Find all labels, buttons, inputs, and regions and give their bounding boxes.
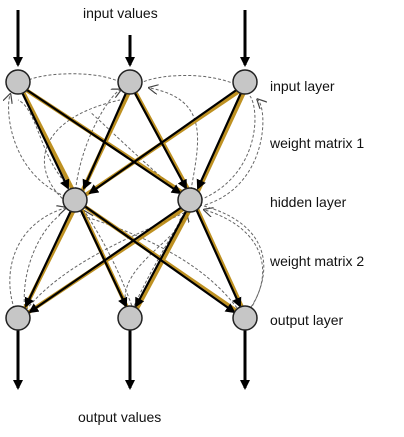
w2-h2-o2 (135, 199, 193, 308)
hidden-layer-label: hidden layer (270, 194, 347, 210)
output-arrows (13, 330, 250, 390)
weight-matrix-1-label: weight matrix 1 (269, 135, 364, 151)
nodes (5, 69, 258, 331)
input-node-2 (117, 69, 143, 95)
w1-i3-h2 (196, 83, 247, 190)
w2-h2-o1 (28, 199, 193, 314)
input-layer-label: input layer (270, 78, 335, 94)
input-node-1 (5, 69, 31, 95)
input-values-label: input values (83, 5, 158, 21)
w1-i1-h2 (17, 83, 182, 195)
hidden-node-1 (62, 187, 88, 213)
w1-i2-h2 (129, 83, 187, 190)
weight-matrix-2-label: weight matrix 2 (269, 253, 364, 269)
hidden-node-2 (177, 187, 203, 213)
output-node-1 (5, 305, 31, 331)
output-node-3 (232, 305, 258, 331)
w2-h1-o2 (75, 199, 128, 308)
w1-i1-h1 (17, 83, 70, 190)
output-values-label: output values (78, 409, 161, 425)
w2-h1-o3 (75, 199, 236, 314)
w2-h2-o3 (190, 199, 242, 308)
w2-h1-o1 (24, 199, 77, 308)
w1-i2-h1 (82, 83, 132, 190)
input-arrows (13, 10, 250, 67)
output-node-2 (117, 305, 143, 331)
output-layer-label: output layer (270, 312, 343, 328)
w1-i3-h1 (88, 83, 246, 195)
weight-connections (17, 83, 247, 314)
input-node-3 (232, 69, 258, 95)
connection-shadows (18, 84, 249, 320)
